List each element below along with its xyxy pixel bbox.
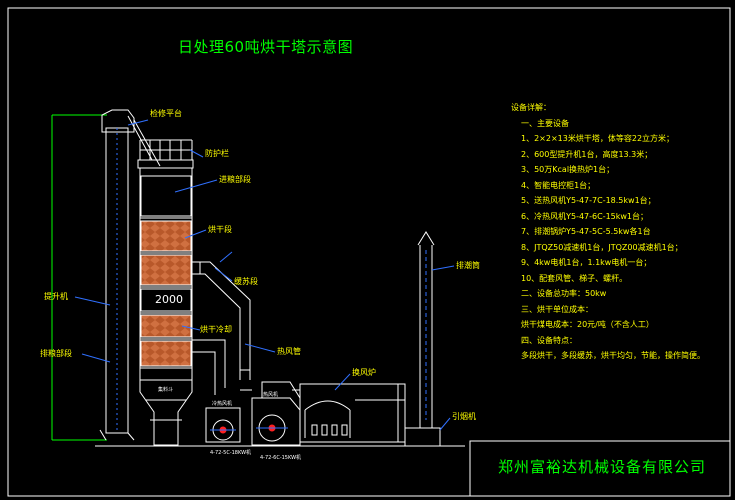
label-discharge: 排粮部段 [40,349,72,358]
notes-item: 7、排潮锅炉Y5-47-5C-5.5kw各1台 [521,227,651,236]
hot-air-duct [192,261,251,395]
fan-left [205,407,241,443]
notes-item: 5、送热风机Y5-47-7C-18.5kw1台； [521,196,656,205]
notes-header: 设备详解： [511,103,551,112]
label-tempering: 缓苏段 [234,277,258,286]
label-hopper: 集料斗 [158,387,174,393]
bucket-elevator [99,109,161,441]
drying-section-2 [140,254,192,286]
label-cooling: 烘干冷却 [200,325,232,334]
discharge-hopper [139,379,193,446]
company-name: 郑州富裕达机械设备有限公司 [497,458,706,476]
label-fan-a: 冷热风机 [212,401,233,407]
label-dryer: 烘干段 [208,225,232,234]
leader-lines [74,119,455,431]
notes-item: 3、50万Kcal换热炉1台； [521,165,615,174]
heat-exchange-furnace [299,383,406,443]
notes-item: 8、JTQZ50减速机1台，JTQZ00减速机1台； [521,242,683,252]
tempering-section [140,288,192,312]
section-value: 2000 [155,293,183,306]
equipment-notes: 设备详解： 一、主要设备 1、2×2×13米烘干塔，体等容22立方米； 2、60… [511,100,726,364]
label-conveyor: 进粮部段 [219,175,251,184]
notes-section-1: 一、主要设备 [521,118,569,128]
notes-item: 10、配套风管、梯子、螺杆。 [521,273,628,283]
notes-item: 1、2×2×13米烘干塔，体等容22立方米； [521,134,675,143]
drying-section-1 [140,220,192,252]
dryer-tower [139,167,193,381]
drawing-frame [7,7,731,497]
notes-item: 2、600型提升机1台，高度13.3米； [521,149,653,159]
dimension-guides [51,114,107,441]
notes-item: 9、4kw电机1台，1.1kw电机一台； [521,258,652,267]
label-fan-a-model: 4-72-5C-18KW机 [210,450,252,456]
label-fan-b-model: 4-72-6C-15KW机 [260,455,302,461]
label-induced-fan: 引烟机 [452,412,476,421]
notes-section-2: 二、设备总功率：50kw [521,289,607,298]
label-furnace: 换风炉 [352,368,376,377]
drawing-title: 日处理60吨烘干塔示意图 [178,38,354,56]
notes-item: 4、智能电控柜1台； [521,180,596,190]
label-elevator: 提升机 [44,292,68,301]
label-guardrail: 防护栏 [205,149,229,158]
cooling-section [140,340,192,367]
exhaust-chimney [404,231,441,447]
label-chimney: 排潮筒 [456,261,480,270]
notes-features: 多段烘干，多段缓苏，烘干均匀，节能，操作简便。 [521,351,705,360]
tower-top [137,139,194,169]
label-hot-air-pipe: 热风管 [277,347,301,356]
notes-section-3: 三、烘干单位成本： [521,304,593,314]
notes-section-4: 四、设备特点： [521,335,577,345]
label-fan-b: 热风机 [263,392,279,398]
drying-section-3 [140,314,192,338]
label-top-platform: 检修平台 [150,109,182,118]
notes-item: 6、冷热风机Y5-47-6C-15kw1台； [521,211,649,221]
notes-cost: 烘干煤电成本：20元/吨（不含人工） [521,320,654,329]
title-block [469,440,731,497]
